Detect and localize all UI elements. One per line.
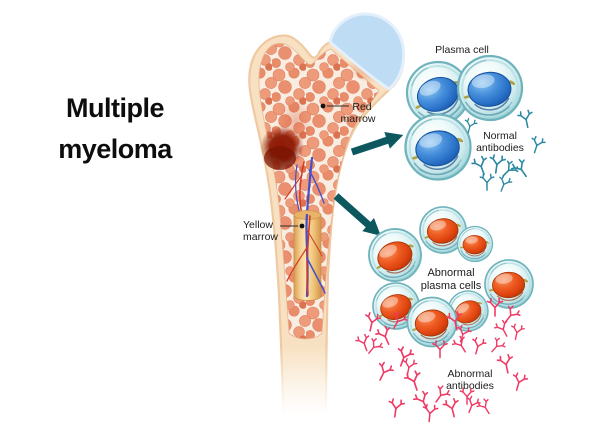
antibody-icon xyxy=(486,335,508,357)
antibody-icon xyxy=(479,173,495,191)
abnormal-plasma-cell xyxy=(479,254,539,314)
abnormal-plasma-cells-group: Abnormal plasma cells Abnormal antibodie… xyxy=(354,203,539,424)
normal-plasma-cells-group: Plasma cell Normal antibodies xyxy=(401,44,547,195)
shaft-fade xyxy=(266,346,342,436)
arrow-icon xyxy=(350,131,404,156)
antibody-icon xyxy=(508,322,526,342)
arrow-icon xyxy=(333,193,381,236)
plasma-cell-label: Plasma cell xyxy=(435,44,489,56)
title-line-1: Multiple xyxy=(66,93,165,123)
title-line-2: myeloma xyxy=(58,134,172,164)
antibody-icon xyxy=(411,389,435,414)
antibody-icon xyxy=(487,153,507,175)
yellow-marrow-text-1: Yellow xyxy=(243,219,273,231)
antibody-icon xyxy=(527,134,547,156)
antibody-icon xyxy=(496,353,517,376)
page-title: Multiple myeloma xyxy=(30,88,200,170)
red-marrow-label: Red marrow xyxy=(320,101,376,125)
abnormal-antibodies-label-1: Abnormal xyxy=(448,368,493,380)
antibody-icon xyxy=(421,403,439,424)
antibody-icon xyxy=(450,334,472,357)
antibody-icon xyxy=(509,371,529,393)
yellow-marrow-text-2: marrow xyxy=(243,231,278,243)
abnormal-antibodies-label-2: antibodies xyxy=(446,380,494,392)
normal-antibodies-label-1: Normal xyxy=(483,130,517,142)
antibody-icon xyxy=(468,336,488,357)
antibody-icon xyxy=(386,397,406,419)
antibody-icon xyxy=(470,154,492,178)
antibody-icon xyxy=(494,174,514,195)
arrow-to-abnormal-cells-icon xyxy=(333,193,381,236)
antibody-icon xyxy=(492,318,514,341)
abnormal-cells-label-1: Abnormal xyxy=(427,267,474,279)
red-marrow-text-1: Red xyxy=(352,101,371,113)
normal-plasma-cell xyxy=(452,50,528,126)
cartilage-cap xyxy=(328,12,406,91)
pointer-dot xyxy=(299,223,305,229)
antibody-icon xyxy=(402,369,426,394)
antibody-icon xyxy=(399,357,418,378)
yellow-marrow-label: Yellow marrow xyxy=(243,219,305,243)
normal-plasma-cell xyxy=(401,110,475,184)
red-marrow-text-2: marrow xyxy=(340,113,375,125)
antibody-icon xyxy=(461,394,482,416)
antibody-icon xyxy=(372,360,396,385)
normal-antibodies-label-2: antibodies xyxy=(476,142,524,154)
pointer-dot xyxy=(320,103,326,109)
antibody-icon xyxy=(509,156,534,182)
blood-vessels xyxy=(284,156,325,216)
bone-lesion xyxy=(260,126,304,170)
antibody-icon xyxy=(516,108,536,130)
abnormal-plasma-cell xyxy=(364,224,426,286)
arrow-to-normal-cells-icon xyxy=(350,131,404,156)
antibody-icon xyxy=(441,397,463,420)
bone-illustration xyxy=(248,12,406,436)
blood-vessels xyxy=(286,213,326,298)
abnormal-cells-label-2: plasma cells xyxy=(421,280,482,292)
antibody-icon xyxy=(354,332,374,354)
antibody-icon xyxy=(362,336,385,359)
